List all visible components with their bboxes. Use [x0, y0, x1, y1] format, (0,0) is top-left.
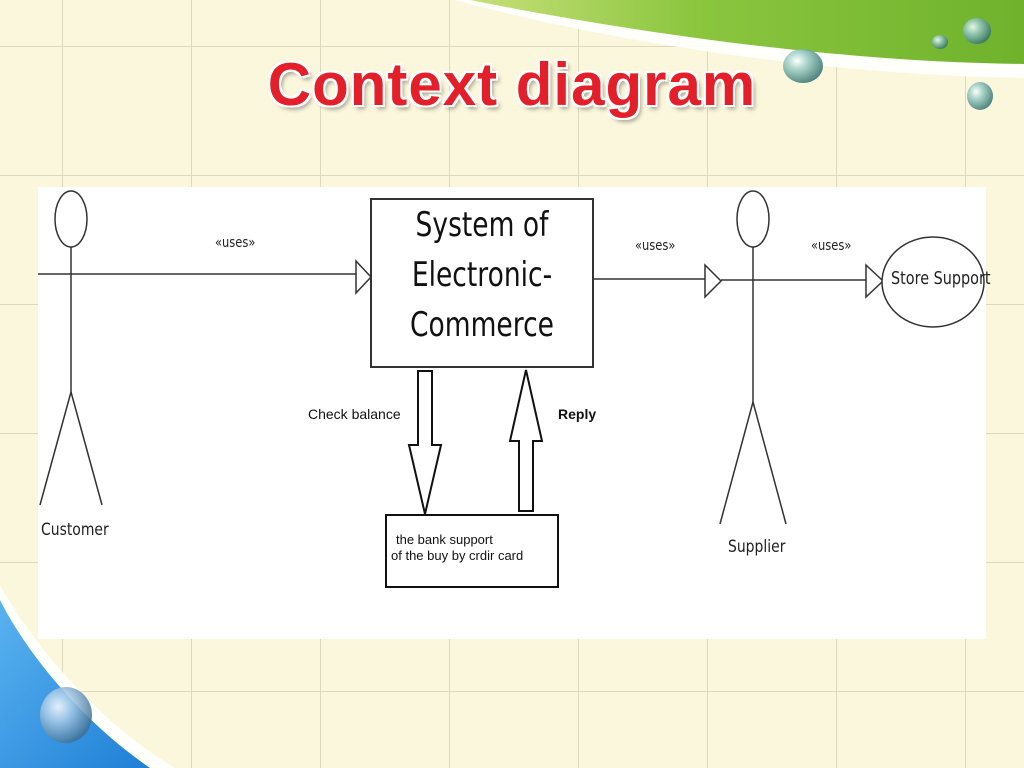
customer-uses-label: «uses» — [215, 235, 256, 251]
system-title-line3: Commerce — [410, 305, 554, 345]
store-support-label: Store Support — [891, 268, 991, 289]
bank-support-line1: the bank support — [396, 532, 493, 547]
slide-title: Context diagram — [267, 51, 757, 118]
droplet-icon — [963, 18, 991, 44]
system-title: System of Electronic- Commerce — [395, 200, 568, 350]
droplet-icon — [932, 35, 948, 49]
context-diagram: Customer Supplier «uses» «uses» «uses» S… — [38, 187, 991, 639]
down-arrow-icon — [407, 370, 443, 515]
system-uses-connector — [593, 263, 723, 299]
system-box — [370, 198, 594, 368]
up-arrow-icon — [508, 369, 544, 512]
system-title-line1: System of — [415, 205, 549, 245]
customer-uses-connector — [38, 259, 373, 295]
customer-actor-icon — [39, 190, 103, 506]
system-title-line2: Electronic- — [411, 255, 553, 295]
droplet-icon — [967, 82, 993, 110]
supplier-uses-connector — [721, 263, 885, 299]
supplier-label: Supplier — [728, 537, 786, 557]
store-support-usecase — [881, 236, 985, 328]
check-balance-label: Check balance — [308, 406, 401, 422]
reply-label: Reply — [558, 406, 597, 422]
system-uses-label: «uses» — [635, 238, 676, 254]
supplier-uses-label: «uses» — [811, 238, 852, 254]
bank-support-line2: of the buy by crdir card — [391, 548, 524, 563]
supplier-actor-icon — [719, 190, 787, 525]
bank-support-label: the bank support of the buy by crdir car… — [391, 532, 523, 564]
droplet-icon — [40, 687, 92, 743]
droplet-icon — [783, 49, 823, 83]
customer-label: Customer — [41, 520, 109, 540]
bank-support-box — [385, 514, 559, 588]
